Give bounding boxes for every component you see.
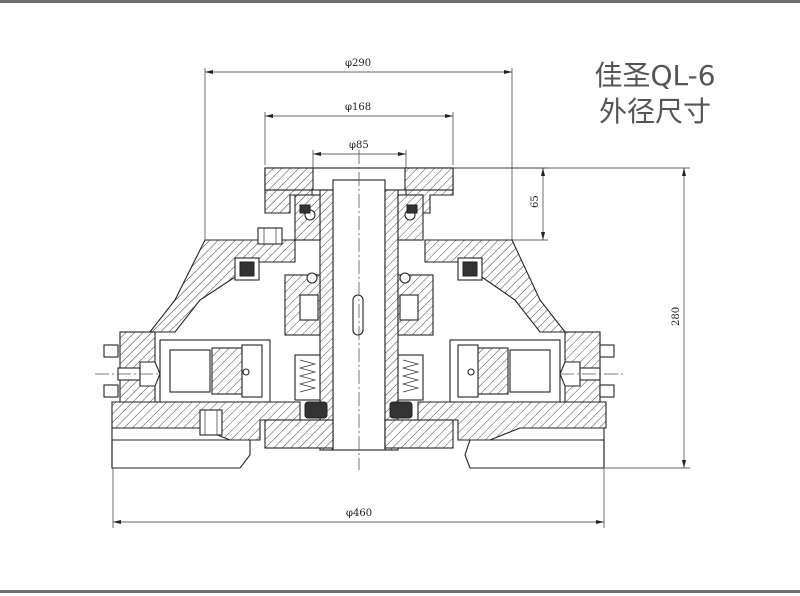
dimension-label-d85: φ85 <box>349 140 369 151</box>
dimension-label-d168: φ168 <box>345 102 371 113</box>
title-subtitle: 外径尺寸 <box>598 95 711 128</box>
keyway-slot <box>352 294 364 336</box>
dimension-h65: 65 <box>450 167 548 241</box>
dimension-label-h65: 65 <box>530 195 541 208</box>
dimension-label-d290: φ290 <box>345 58 371 69</box>
dimension-d460: φ460 <box>112 460 605 528</box>
title-model: 佳圣QL-6 <box>594 59 716 92</box>
dimension-d290: φ290 <box>204 58 513 240</box>
spring-left <box>294 354 321 401</box>
dimension-label-d460: φ460 <box>346 508 372 519</box>
top-border <box>0 0 800 3</box>
bolt-head <box>257 227 283 245</box>
dimension-label-h280: 280 <box>671 307 682 326</box>
drawing-title: 佳圣QL-6 外径尺寸 <box>560 58 750 130</box>
dimension-d85: φ85 <box>312 140 407 168</box>
dimension-h280: 280 <box>450 167 690 469</box>
dimension-d168: φ168 <box>264 102 454 165</box>
bottom-border <box>0 590 800 593</box>
clutch-assembly-section <box>95 150 625 470</box>
spring-right <box>397 354 424 401</box>
